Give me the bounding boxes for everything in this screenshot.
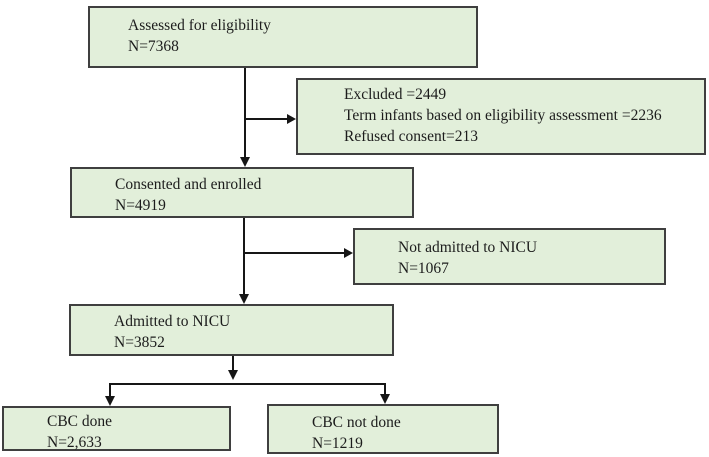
box-label: Term infants based on eligibility assess… — [344, 107, 662, 124]
arrow-to-excluded — [245, 114, 296, 124]
box-consented-and-enrolled: Consented and enrolled N=4919 — [70, 167, 414, 218]
box-admitted-to-nicu: Admitted to NICU N=3852 — [69, 304, 394, 356]
box-cbc-not-done: CBC not done N=1219 — [267, 404, 499, 454]
box-count: N=1067 — [398, 260, 449, 277]
box-label: CBC not done — [312, 414, 401, 431]
box-count: N=4919 — [115, 197, 166, 214]
box-label: Consented and enrolled — [115, 176, 262, 193]
box-count: N=1219 — [312, 435, 363, 452]
box-assessed-for-eligibility: Assessed for eligibility N=7368 — [88, 6, 478, 68]
box-label: Assessed for eligibility — [128, 17, 271, 34]
box-label: Admitted to NICU — [114, 313, 231, 330]
box-label: Excluded =2449 — [344, 86, 447, 103]
split-connector — [105, 383, 390, 406]
box-cbc-done: CBC done N=2,633 — [2, 406, 231, 451]
arrow-consented-to-admitted — [239, 218, 249, 304]
box-label: Not admitted to NICU — [398, 239, 538, 256]
box-label: CBC done — [47, 413, 113, 430]
box-count: N=3852 — [114, 334, 165, 351]
arrow-assessed-to-consented — [240, 68, 250, 167]
arrow-to-not-admitted — [244, 248, 353, 258]
box-label: Refused consent=213 — [344, 128, 479, 145]
box-count: N=2,633 — [47, 434, 102, 451]
box-not-admitted-to-nicu: Not admitted to NICU N=1067 — [353, 228, 666, 285]
box-count: N=7368 — [128, 38, 179, 55]
box-excluded: Excluded =2449 Term infants based on eli… — [296, 78, 706, 155]
arrow-admitted-to-split — [228, 356, 238, 380]
